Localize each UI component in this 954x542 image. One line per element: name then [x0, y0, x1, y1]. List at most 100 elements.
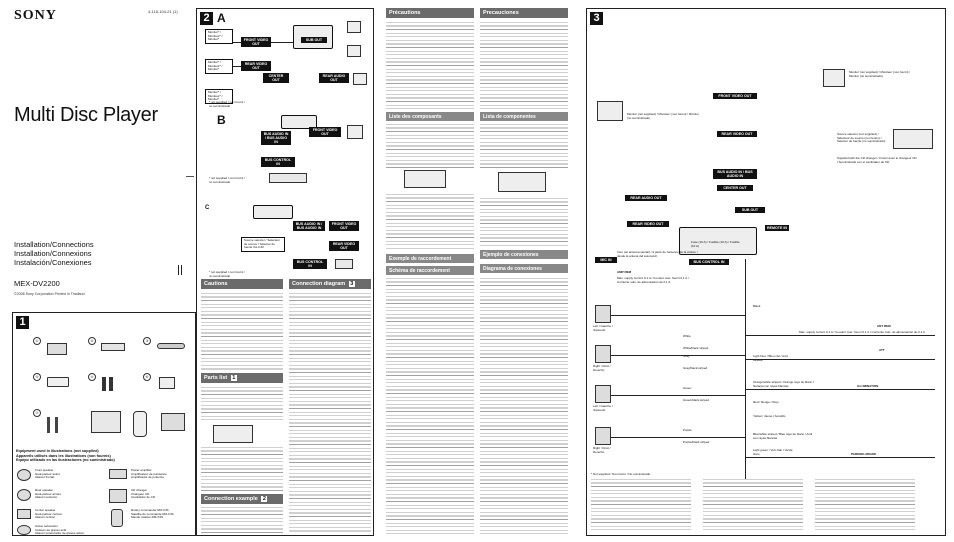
- part-4-bracket-icon: [47, 377, 69, 387]
- cautions-text: [201, 293, 283, 371]
- wire: [745, 359, 935, 360]
- subwoofer-icon: [17, 525, 31, 535]
- connector-rear-audio-out: REAR AUDIO OUT: [625, 195, 667, 201]
- ant-rem-description: Max. supply current 0.1 A / Courant max.…: [799, 330, 925, 334]
- cd-changer-icon: [893, 129, 933, 149]
- wire-purple: Purple: [683, 428, 692, 432]
- power-amplifier-icon: [109, 469, 127, 479]
- part-4-marker: ④: [33, 373, 41, 381]
- ant-rem-label: ANT REM: [877, 324, 891, 328]
- precautions-heading-fr: Précautions: [386, 8, 474, 18]
- diagram-a-label: A: [217, 11, 226, 25]
- wire-yellow: Yellow / Jaune / Amarillo: [753, 414, 786, 418]
- connection-diagram-heading-es: Diagrama de conexiones: [480, 264, 568, 273]
- rear-speaker-label: Rear speaker Haut-parleur arrière Altavo…: [35, 488, 62, 500]
- fuse-label: Fuse (10 A) / Fusible (10 A) / Fusible (…: [691, 240, 740, 248]
- copyright: ©2008 Sony Corporation Printed in Thaila…: [14, 292, 85, 296]
- connection-example-heading-fr: Exemple de raccordement: [386, 254, 474, 263]
- speaker-icon: [595, 345, 611, 363]
- subtitles: Installation/Connections Installation/Co…: [14, 240, 94, 267]
- connector-mic-in: MIC IN: [595, 257, 617, 263]
- model-number: MEX-DV2200: [14, 279, 60, 288]
- wire: [233, 42, 241, 43]
- sony-logo: SONY: [14, 8, 57, 23]
- footnotes-fr: [703, 479, 803, 533]
- notes-text-es: [480, 198, 568, 246]
- att-label: ATT: [879, 348, 885, 352]
- microphone-icon: [133, 411, 147, 437]
- connection-example-heading: Connection example 2: [201, 494, 283, 504]
- connection-diagram-heading: Connection diagram 3: [289, 279, 371, 289]
- amp-rem-max-supply: Max. supply current 0.1 A / Courant max.…: [617, 276, 689, 284]
- head-unit-rear-panel-icon: [679, 227, 757, 255]
- parts-list-heading: Parts list 1: [201, 373, 283, 383]
- wire-white: White: [683, 334, 691, 338]
- connector-sub-out: SUB OUT: [735, 207, 765, 213]
- section-3-number: 3: [590, 12, 603, 25]
- not-supplied-note: * not supplied / non fourni / no suminis…: [209, 270, 245, 278]
- connector-rear-video-out-2: REAR VIDEO OUT: [627, 221, 669, 227]
- connector-rear-video-out: REAR VIDEO OUT: [241, 61, 271, 71]
- part-2-marker: ②: [88, 337, 96, 345]
- part-5-key-icon: [109, 377, 113, 391]
- remote-control-icon: [91, 411, 121, 433]
- parking-brake-label: PARKING BRAKE: [851, 452, 877, 456]
- speaker-icon: [595, 385, 611, 403]
- speaker-icon: [595, 305, 611, 323]
- connector-sub-out: SUB OUT: [301, 37, 327, 43]
- monitor-icon: [347, 125, 363, 139]
- equipment-header-en: Equipment used in illustrations (not sup…: [16, 449, 99, 453]
- wire-light-green: Light green / Vert clair / Verde claro: [753, 448, 793, 456]
- connector-center-out: CENTER OUT: [717, 185, 753, 191]
- monitor-a-label: Monitor (not supplied) / Moniteur (non f…: [849, 70, 911, 78]
- connection-example-text: [201, 507, 283, 535]
- part-3-marker: ③: [143, 337, 151, 345]
- rear-speaker-icon: [17, 489, 31, 501]
- connector-rear-audio-out: REAR AUDIO OUT: [319, 73, 349, 83]
- wire-gray-black: Gray/black striped: [683, 366, 708, 370]
- section-2-connections: 2 A Monitor* / Moniteur* / Monitor* Moni…: [196, 8, 374, 536]
- equipment-header-es: Equipo utilizado en las ilustraciones (n…: [16, 458, 115, 462]
- part-5-key-icon: [102, 377, 106, 391]
- monitor-label: Monitor* / Moniteur* / Monitor*: [205, 89, 233, 104]
- not-supplied-note: * not supplied / non fourni / no suminis…: [209, 176, 245, 184]
- part-7-screw-icon: [47, 417, 50, 433]
- subwoofer-label: Active subwoofer Caisson de graves actif…: [35, 524, 85, 536]
- footnotes-en: [591, 479, 691, 533]
- amp-rem-label: AMP REM: [617, 270, 632, 274]
- cd-changer-icon: [335, 259, 353, 269]
- unit-illustration-icon: [213, 425, 253, 443]
- cautions-heading: Cautions: [201, 279, 283, 289]
- part-3-cable-icon: [157, 343, 185, 349]
- connector-front-video-out: FRONT VIDEO OUT: [713, 93, 757, 99]
- connector-rear-video-out: REAR VIDEO OUT: [717, 131, 757, 137]
- head-unit-icon: [281, 115, 317, 129]
- part-6-marker: ⑥: [143, 373, 151, 381]
- notes-text: [201, 447, 283, 493]
- mounting-plate-icon: [161, 413, 185, 431]
- parts-list-number: 1: [230, 375, 237, 381]
- not-supplied-note: * not supplied / non fourni / no suminis…: [209, 100, 245, 108]
- part-6-case-icon: [159, 377, 175, 389]
- wire-purple-black: Purple/black striped: [683, 440, 710, 444]
- component-list-text-es: [480, 124, 568, 168]
- subtitle-fr: Installation/Connexions: [14, 249, 92, 258]
- connector-center-out: CENTER OUT: [263, 73, 289, 83]
- main-harness-wire: [745, 259, 746, 479]
- part-1-marker: ①: [33, 337, 41, 345]
- part-5-marker: ⑤: [88, 373, 96, 381]
- connector-bus-control-in: BUS CONTROL IN: [689, 259, 729, 265]
- speaker-icon: [347, 21, 361, 33]
- speaker-icon: [353, 73, 367, 85]
- section-1-number: 1: [16, 316, 29, 329]
- part-7-marker: ⑦: [33, 409, 41, 417]
- speaker-front-right: Right / Droit / Derecho: [593, 364, 611, 372]
- connector-bus-control-in: BUS CONTROL IN: [293, 259, 327, 269]
- wire: [233, 66, 241, 67]
- footnotes-es: [815, 479, 915, 533]
- section-1-equipment: 1 ① ② ③ ④ ⑤ ⑥ ⑦ Equipment used in illust…: [12, 312, 196, 536]
- notes-text-fr: [386, 194, 474, 250]
- wire: [611, 315, 745, 316]
- antenna-label: from car antenna (aerial) / à partir de …: [617, 250, 698, 258]
- speaker-icon: [347, 45, 361, 57]
